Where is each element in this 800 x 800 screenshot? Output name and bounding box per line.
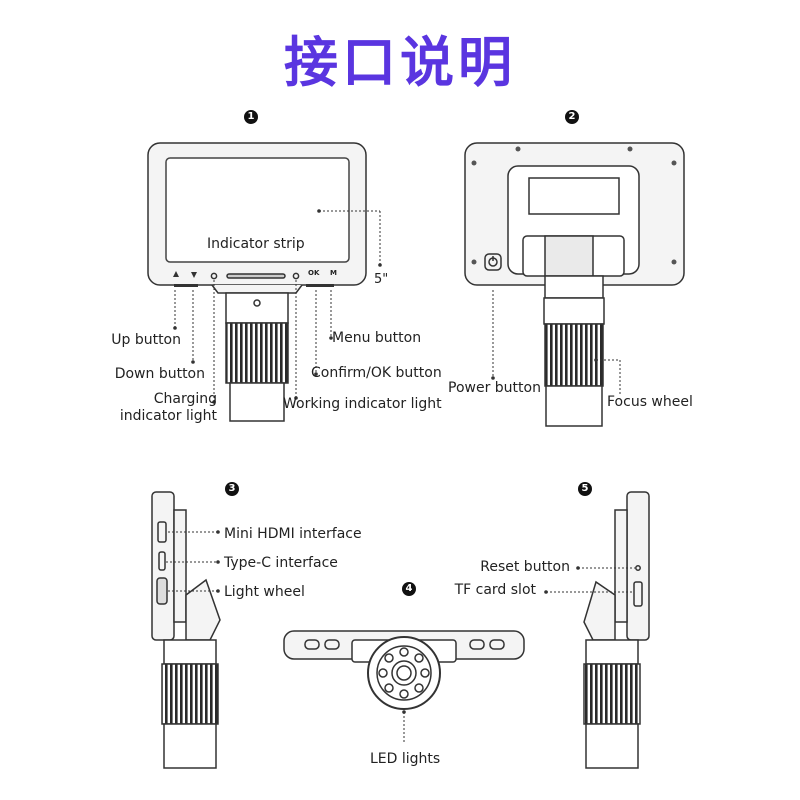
left-side-view xyxy=(151,491,221,769)
ok-key-mark: OK xyxy=(308,269,320,277)
menu-button-label: Menu button xyxy=(332,330,422,346)
focus-wheel-label: Focus wheel xyxy=(607,394,693,410)
charging-light-label: Charging indicator light xyxy=(120,391,217,425)
light-wheel-label: Light wheel xyxy=(224,584,305,600)
led-lights-label: LED lights xyxy=(370,751,441,767)
power-button-label: Power button xyxy=(448,380,541,396)
figure-number-3: 3 xyxy=(225,482,239,496)
charging-light-line2: indicator light xyxy=(119,408,217,424)
working-light-label: Working indicator light xyxy=(283,396,442,412)
figure-number-2: 2 xyxy=(565,110,579,124)
up-button-label: Up button xyxy=(111,332,181,348)
menu-key-mark: M xyxy=(330,269,337,277)
figure-number-5: 5 xyxy=(578,482,592,496)
bottom-view xyxy=(283,630,525,742)
page-title: 接口说明 xyxy=(284,31,516,94)
charging-light-line1: Charging xyxy=(153,391,217,407)
back-view xyxy=(464,142,685,427)
right-side-view xyxy=(544,491,650,769)
mini-hdmi-label: Mini HDMI interface xyxy=(224,526,362,542)
type-c-label: Type-C interface xyxy=(224,555,338,571)
figure-number-1: 1 xyxy=(244,110,258,124)
indicator-strip-label: Indicator strip xyxy=(207,236,305,252)
down-button-label: Down button xyxy=(114,366,205,382)
figure-number-4: 4 xyxy=(402,582,416,596)
confirm-button-label: Confirm/OK button xyxy=(311,365,442,381)
tf-card-slot-label: TF card slot xyxy=(454,582,536,598)
screen-size-label: 5" xyxy=(374,272,389,287)
reset-button-label: Reset button xyxy=(480,559,570,575)
front-view xyxy=(147,142,382,422)
